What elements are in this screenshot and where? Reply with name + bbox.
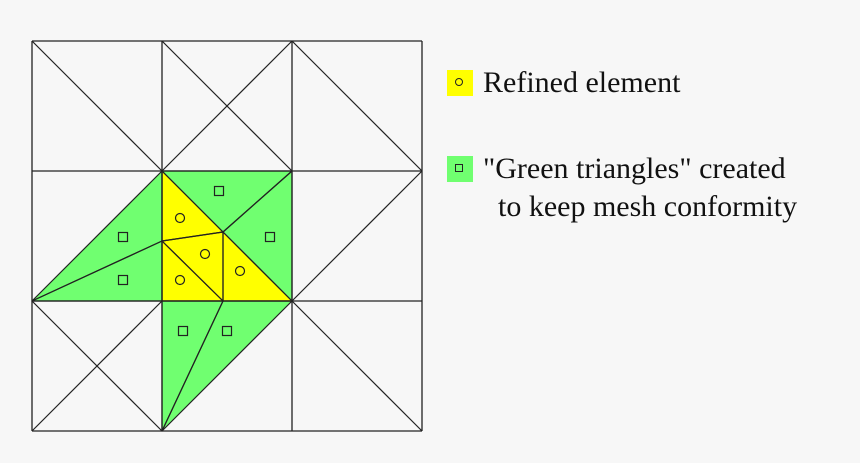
green-triangle bbox=[223, 171, 292, 301]
legend-refined: Refined element bbox=[447, 64, 680, 102]
circle-marker-icon bbox=[234, 265, 246, 277]
circle-marker-icon bbox=[174, 212, 186, 224]
triangle-outline bbox=[222, 170, 293, 302]
refined-triangle bbox=[162, 232, 223, 301]
refined-triangle bbox=[162, 171, 223, 241]
circle-marker-icon bbox=[199, 248, 211, 260]
legend-label-green-line2: to keep mesh conformity bbox=[498, 190, 798, 223]
diagonal-line bbox=[291, 300, 423, 432]
square-marker-icon bbox=[455, 164, 463, 172]
green-swatch-icon bbox=[447, 156, 473, 182]
diagonal-line bbox=[291, 170, 423, 302]
circle-marker-icon bbox=[455, 78, 463, 86]
square-marker-icon bbox=[117, 274, 129, 286]
diagonal-line bbox=[31, 40, 163, 172]
yellow-swatch-icon bbox=[447, 70, 473, 96]
circle-marker-icon bbox=[174, 274, 186, 286]
element-markers bbox=[117, 185, 276, 337]
triangle-outline bbox=[161, 300, 293, 432]
diagonal-line bbox=[291, 40, 423, 172]
triangle-outline bbox=[31, 240, 163, 302]
legend-label-green: "Green triangles" created bbox=[483, 152, 786, 185]
diagonal-line bbox=[161, 40, 293, 172]
square-marker-icon bbox=[177, 325, 189, 337]
square-marker-icon bbox=[213, 185, 225, 197]
mesh-diagonals bbox=[31, 40, 423, 432]
triangle-edges bbox=[31, 170, 293, 432]
square-marker-icon bbox=[221, 325, 233, 337]
square-marker-icon bbox=[117, 231, 129, 243]
green-triangle bbox=[162, 171, 292, 232]
diagonal-line bbox=[31, 300, 163, 432]
square-marker-icon bbox=[264, 231, 276, 243]
legend-label-refined: Refined element bbox=[483, 66, 681, 99]
legend-green: "Green triangles" created to keep mesh c… bbox=[447, 150, 797, 226]
